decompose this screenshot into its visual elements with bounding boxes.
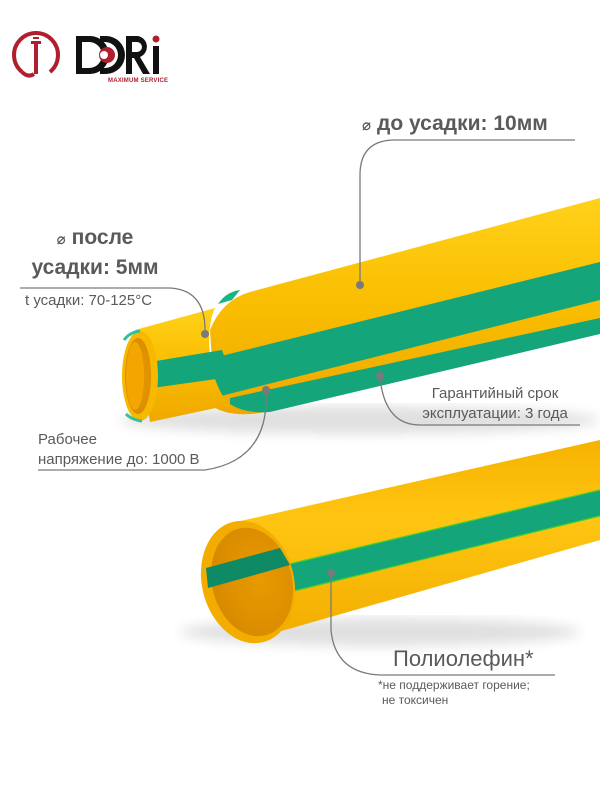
label-voltage-line1: Рабочее [38,431,97,448]
label-voltage: Рабочее напряжение до: 1000 В [38,430,200,470]
label-material-note: *не поддерживает горение; не токсичен [378,678,530,708]
leader-warranty [379,377,580,426]
leader-before-shrink [359,139,575,285]
label-warranty-line1: Гарантийный срок [431,385,559,402]
label-material-note-line2: не токсичен [382,693,449,707]
dot-after-shrink [201,330,209,338]
label-after-shrink-line2: усадки: 5мм [31,256,159,279]
shrunk-tube [120,198,600,434]
leader-voltage [38,389,267,471]
unshrunk-tube [180,440,600,646]
label-after-shrink-line1: после [71,226,134,249]
logo-emblem-icon [12,31,60,78]
brand-tagline: MAXIMUM SERVICE [108,78,169,84]
label-before-shrink: ⌀ до усадки: 10мм [362,112,548,136]
leader-dots [201,281,384,577]
label-material-note-line1: *не поддерживает горение; [378,678,530,692]
dot-material [327,569,335,577]
diameter-icon: ⌀ [56,231,66,248]
label-after-shrink: ⌀ после усадки: 5мм [20,224,170,282]
leader-material [330,573,555,676]
leader-after-shrink [20,287,206,331]
dot-before-shrink [356,281,364,289]
leader-lines [20,139,580,676]
label-voltage-line2: напряжение до: 1000 В [38,451,200,468]
dot-warranty [376,372,384,380]
diameter-icon: ⌀ [362,117,372,134]
label-shrink-temp: t усадки: 70-125°C [25,292,153,309]
label-warranty-line2: эксплуатации: 3 года [422,405,568,422]
label-warranty: Гарантийный срок эксплуатации: 3 года [400,384,590,424]
logo-wordmark [76,35,160,74]
label-material: Полиолефин* [393,646,534,671]
label-before-shrink-text: до усадки: 10мм [377,112,548,135]
dot-voltage [262,386,270,394]
brand-logo [12,31,160,78]
